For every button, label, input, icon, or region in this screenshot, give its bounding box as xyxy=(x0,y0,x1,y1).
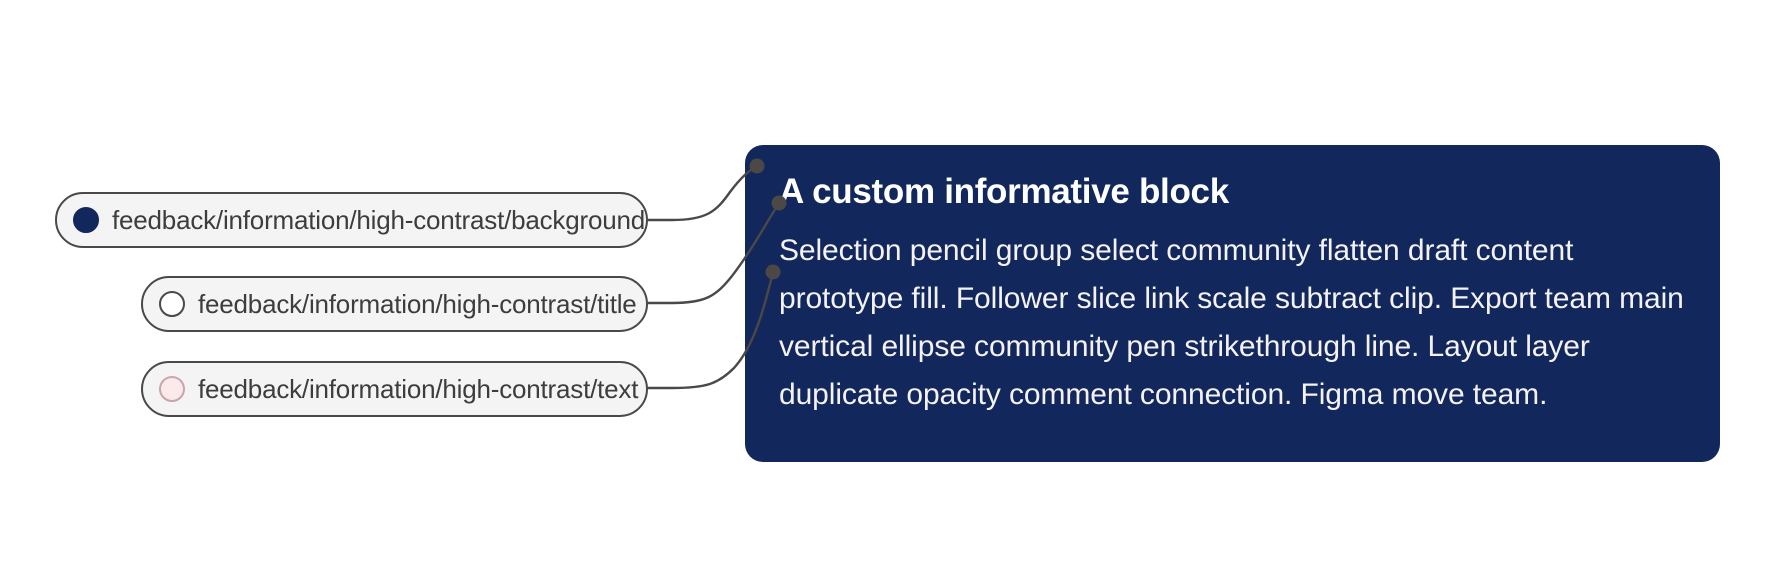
color-swatch-navy-icon xyxy=(73,207,99,233)
card-title: A custom informative block xyxy=(779,172,1229,211)
token-pill-text[interactable]: feedback/information/high-contrast/text xyxy=(141,361,648,417)
token-label-background: feedback/information/high-contrast/backg… xyxy=(112,205,645,235)
token-pill-background[interactable]: feedback/information/high-contrast/backg… xyxy=(55,192,648,248)
token-pill-title[interactable]: feedback/information/high-contrast/title xyxy=(141,276,648,332)
card-body-text: Selection pencil group select community … xyxy=(779,234,1684,411)
color-swatch-pink-icon xyxy=(159,376,185,402)
token-label-text: feedback/information/high-contrast/text xyxy=(198,374,639,404)
color-swatch-white-icon xyxy=(159,291,185,317)
connector-line-background xyxy=(646,164,759,222)
informative-block-card: A custom informative block Selection pen… xyxy=(745,145,1720,462)
token-label-title: feedback/information/high-contrast/title xyxy=(198,289,637,319)
